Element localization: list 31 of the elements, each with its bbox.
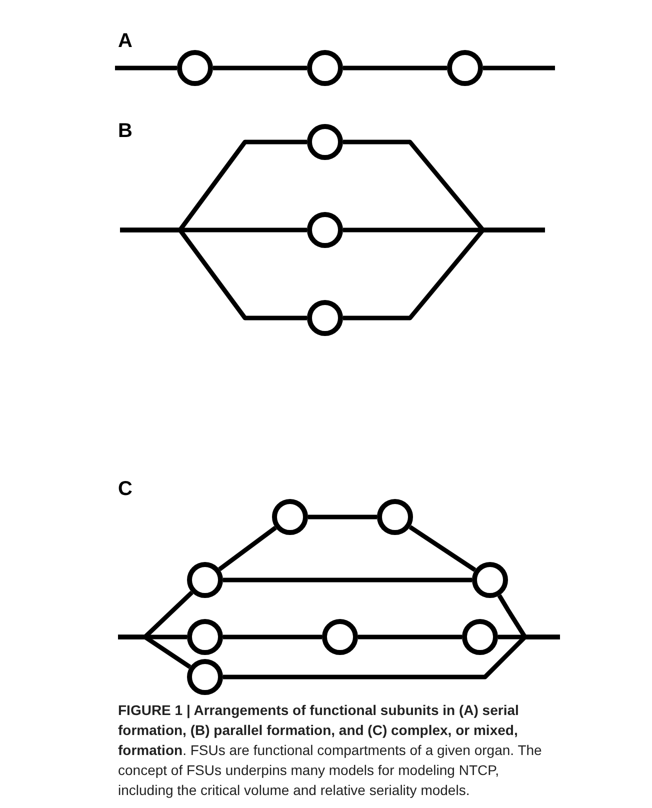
panel-label: C: [118, 478, 132, 500]
subunit-circle: [272, 499, 308, 535]
subunit-circle: [177, 50, 213, 86]
connector-line: [118, 634, 192, 669]
connector-line: [218, 526, 277, 572]
panel-label: B: [118, 120, 132, 142]
connector-line: [343, 66, 447, 70]
figure-caption: FIGURE 1 | Arrangements of functional subunits in (A) serial formation, (B) parallel formation, and (C) complex, or mixed, formation. FSUs are functional compartments of a given organ. The concept of FSUs underpins many models for modeling NTCP, including the critical volume and relative seriality models.: [118, 701, 543, 800]
subunit-circle: [377, 499, 413, 535]
connector-line: [358, 634, 462, 640]
connector-line: [115, 66, 177, 70]
subunit-circle: [187, 619, 223, 655]
connector-line: [120, 228, 307, 320]
subunit-circle: [307, 212, 343, 248]
subunit-circle: [462, 619, 498, 655]
connector-line: [223, 634, 322, 640]
subunit-circle: [472, 562, 508, 598]
subunit-circle: [307, 50, 343, 86]
subunit-circle: [307, 300, 343, 336]
connector-line: [223, 634, 560, 680]
connector-line: [343, 228, 545, 320]
subunit-circle: [307, 124, 343, 160]
subunit-circle: [187, 562, 223, 598]
connector-line: [408, 525, 476, 572]
panel-label: A: [118, 30, 132, 52]
connector-line: [213, 66, 307, 70]
subunit-circle: [322, 619, 358, 655]
subunit-circle: [187, 659, 223, 695]
subunit-circle: [447, 50, 483, 86]
connector-line: [483, 66, 555, 70]
connector-line: [223, 578, 472, 582]
